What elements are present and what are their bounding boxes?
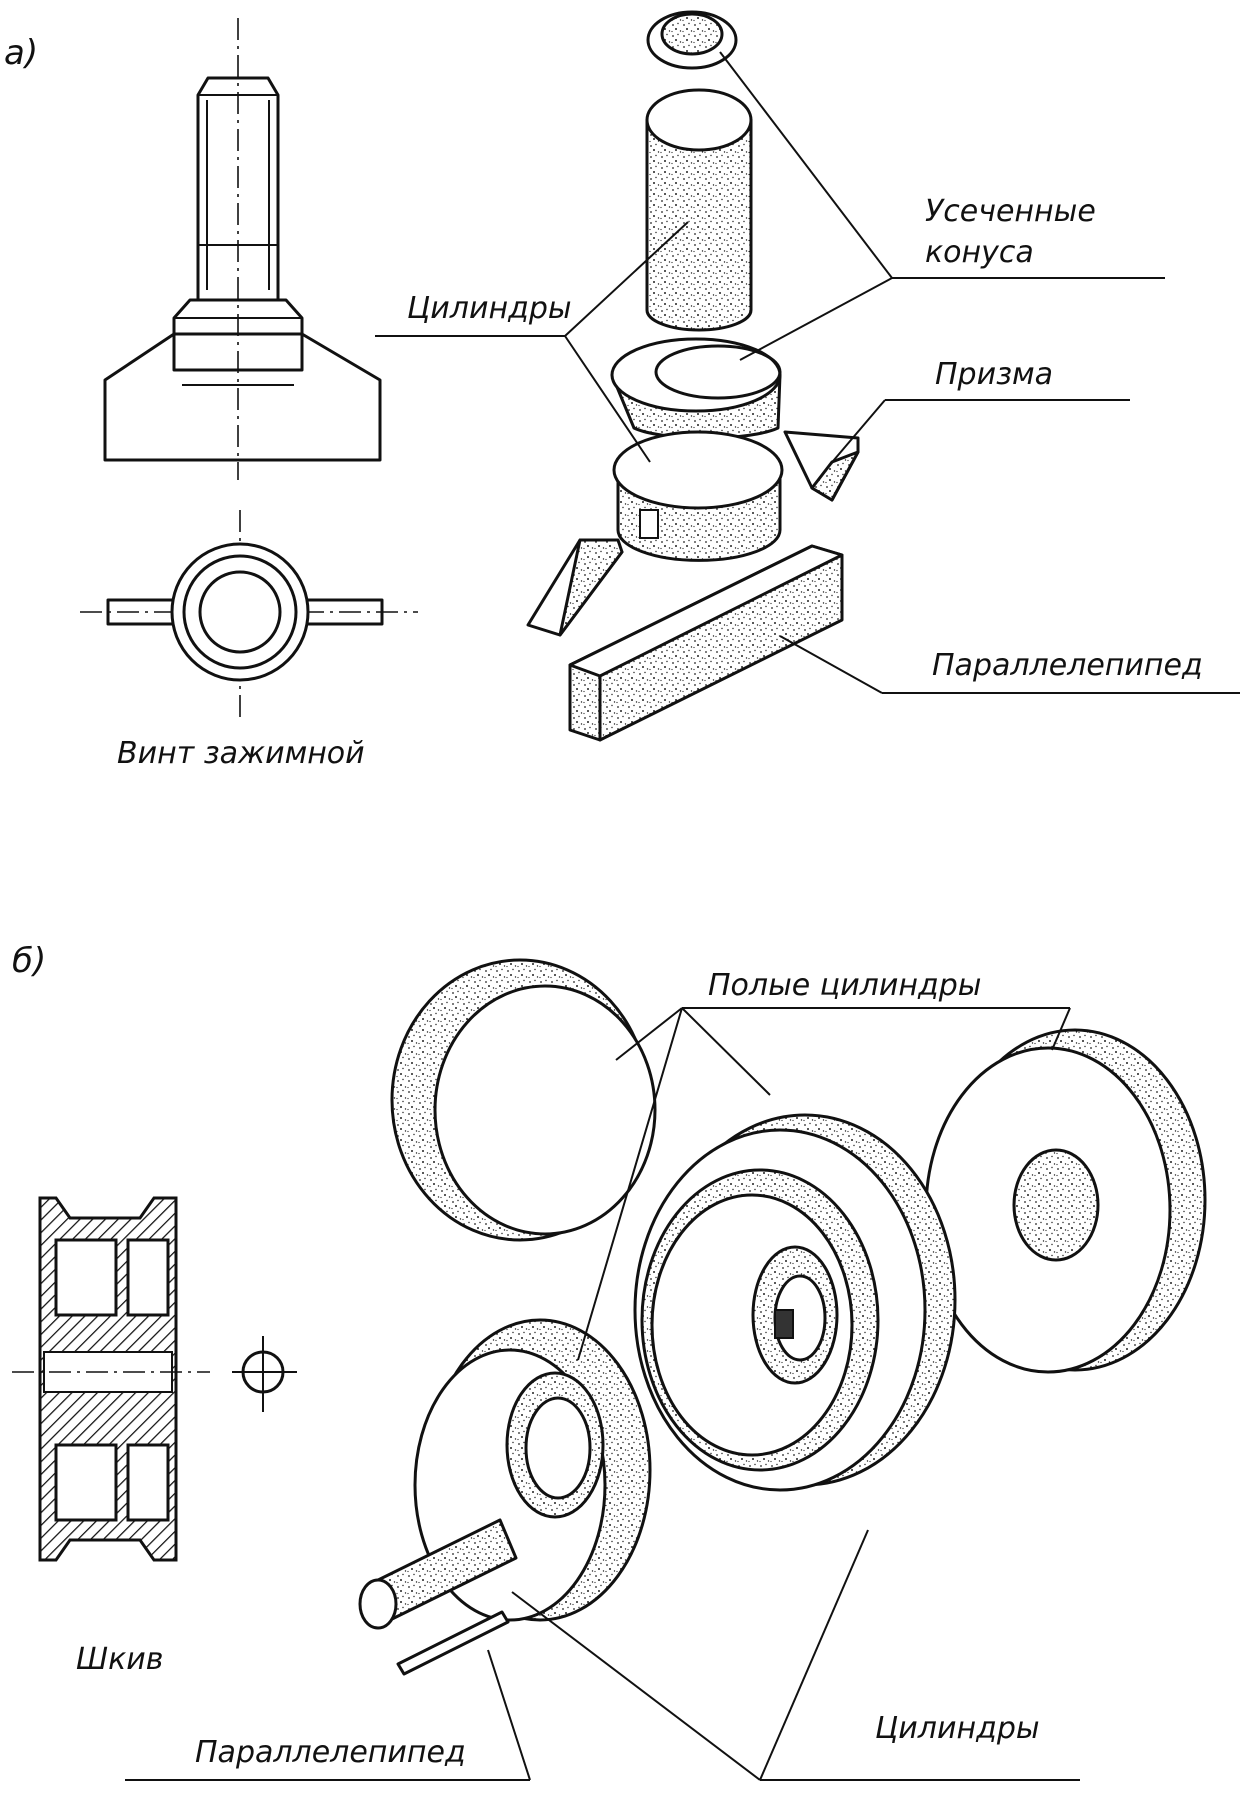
clamping-screw-front-view [103, 18, 382, 480]
label-hollow-cylinders: Полые цилиндры [708, 968, 981, 1003]
label-clamping-screw: Винт зажимной [117, 736, 365, 771]
section-a-marker: а) [4, 33, 38, 73]
clamping-screw-top-view [80, 510, 418, 718]
decomposed-pulley-bodies [358, 958, 1207, 1676]
label-truncated-cones-line1: Усеченные [925, 194, 1096, 229]
pulley-cross-section [12, 1196, 297, 1562]
label-pulley: Шкив [76, 1642, 163, 1677]
label-parallelepiped-a: Параллелепипед [932, 648, 1203, 683]
section-b-marker: б) [12, 941, 46, 981]
label-cylinders-a: Цилиндры [407, 291, 572, 326]
section-a-leader-lines [375, 51, 1240, 694]
label-truncated-cones-line2: конуса [925, 235, 1034, 270]
label-prism: Призма [935, 357, 1053, 392]
decomposed-screw-bodies [526, 10, 860, 742]
label-cylinders-b: Цилиндры [875, 1711, 1040, 1746]
label-parallelepiped-b: Параллелепипед [195, 1735, 466, 1770]
section-b-leader-lines [125, 1007, 1080, 1781]
